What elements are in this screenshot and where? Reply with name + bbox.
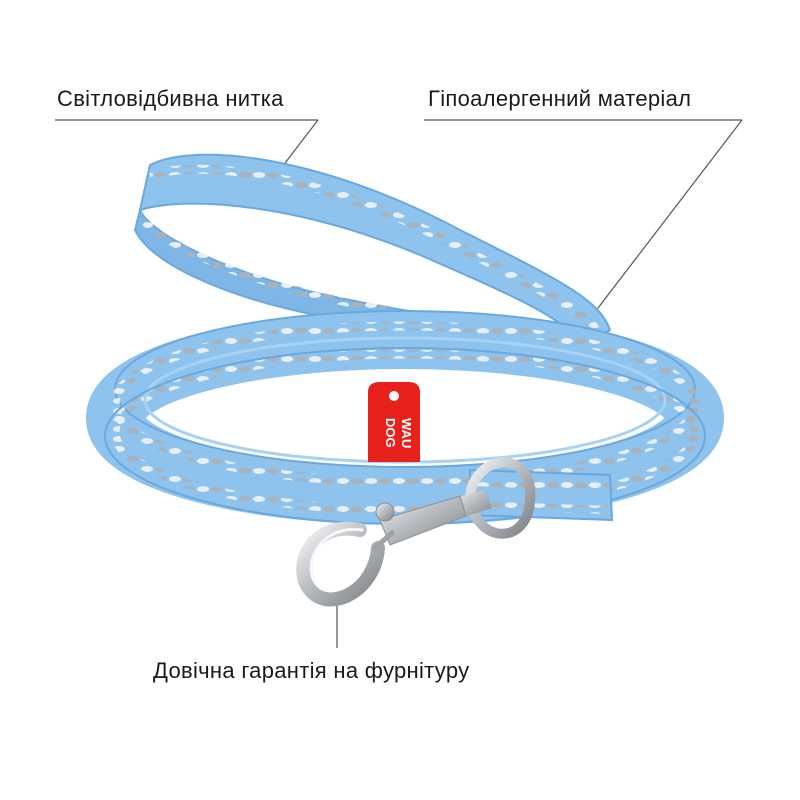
leader-line-material-diag [584,119,743,326]
callout-hypoallergenic-material: Гіпоалергенний матеріал [428,86,692,111]
callout-hardware-warranty: Довічна гарантія на фурнітуру [153,658,470,683]
brand-tag-line1: WAU [399,418,414,448]
leash [86,153,724,525]
brand-tag: WAU DOG [368,382,420,462]
brand-tag-line2: DOG [383,418,398,448]
hook-gate [372,530,395,551]
snap-hook [296,457,536,607]
hook-loop [296,521,385,607]
callout-reflective-thread: Світловідбивна нитка [57,86,284,111]
d-ring [464,457,536,539]
